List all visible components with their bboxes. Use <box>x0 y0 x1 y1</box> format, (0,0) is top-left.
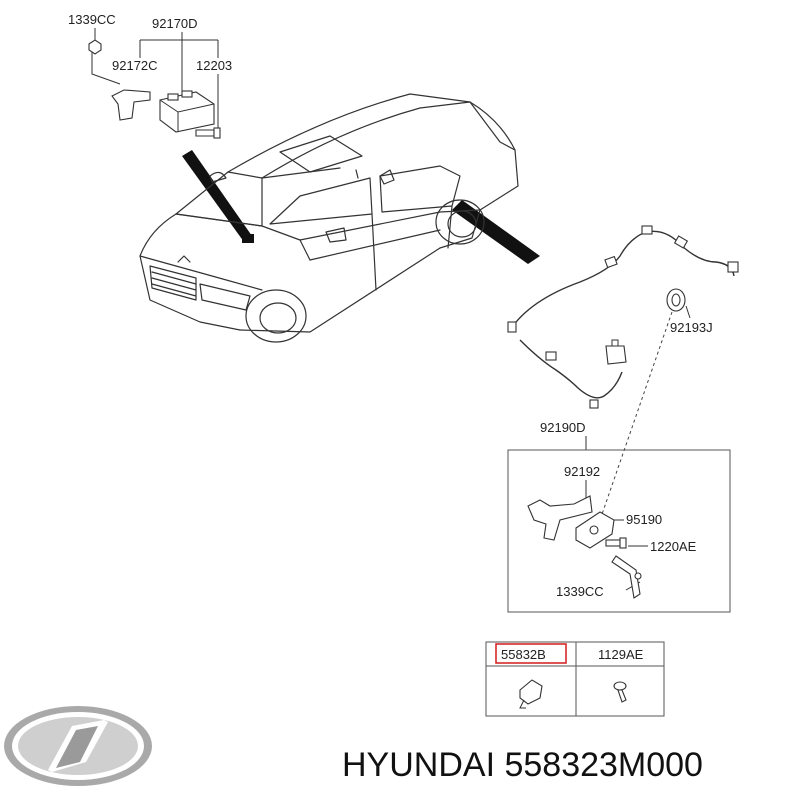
parts-table: 55832B 1129AE <box>485 641 665 717</box>
label-sensor-bolt: 1220AE <box>650 539 697 554</box>
brand-caption: HYUNDAI 558323M000 <box>342 746 703 784</box>
label-unit-bracket: 92172C <box>112 58 158 73</box>
vehicle-illustration <box>139 93 519 343</box>
table-header-0: 55832B <box>501 647 546 662</box>
label-harness: 92190D <box>540 420 586 435</box>
label-harness-connector: 92193J <box>670 320 713 335</box>
sensor-bracket-icon <box>527 495 593 541</box>
control-unit-group: 1339CC 92170D 92172C 12203 <box>68 12 232 139</box>
table-header-1: 1129AE <box>598 647 644 662</box>
label-unit-bolt: 12203 <box>196 58 232 73</box>
part-55832b-icon <box>519 679 543 709</box>
highlight-box <box>495 643 567 664</box>
harness-wire <box>509 230 735 331</box>
label-unit-assembly: 92170D <box>152 16 198 31</box>
bracket-icon <box>111 89 151 121</box>
label-sensor: 95190 <box>626 512 662 527</box>
label-sensor-bracket: 92192 <box>564 464 600 479</box>
plug-icon <box>605 339 627 365</box>
hyundai-logo-icon <box>4 706 152 786</box>
pointer-arrow-sensor <box>452 200 540 264</box>
unit-location-marker <box>242 234 254 243</box>
harness-connector-icon <box>666 288 686 312</box>
control-module-icon <box>159 90 215 133</box>
bolt-icon <box>195 127 221 139</box>
label-clip-top: 1339CC <box>68 12 116 27</box>
nut-icon <box>88 39 102 55</box>
sensor-detail-box: 92192 95190 1220AE 1339CC <box>507 449 731 613</box>
harness-group: 92193J 92190D <box>507 225 739 521</box>
label-sensor-clip: 1339CC <box>556 584 604 599</box>
sensor-bolt-icon <box>605 537 627 549</box>
screw-icon <box>613 681 627 703</box>
link-rod-icon <box>611 555 642 599</box>
washer-cap-icon <box>209 171 227 183</box>
height-sensor-icon <box>575 511 615 549</box>
pointer-arrow-unit <box>182 150 252 242</box>
